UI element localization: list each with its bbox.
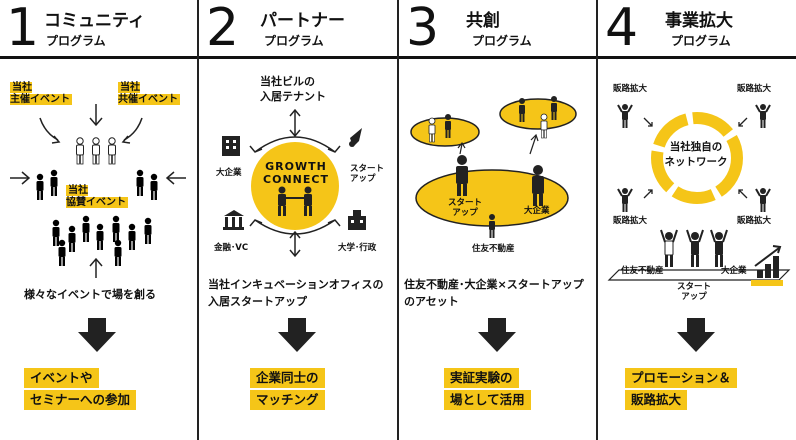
label-cohost-event: 当社 共催イベント [118, 82, 180, 105]
label-sumitomo: 住友不動産 [472, 244, 515, 254]
result-line: セミナーへの参加 [24, 390, 137, 410]
cocreation-illustration [410, 96, 577, 238]
column-number: 2 [206, 0, 240, 58]
label-corp: 大企業 [524, 206, 550, 216]
label-startup: スタート アップ [448, 198, 483, 218]
result-line: マッチング [250, 390, 325, 410]
column-subtitle: プログラム [46, 34, 106, 48]
column-number: 3 [406, 0, 440, 58]
column-divider [397, 0, 399, 440]
label-sales-expand: 販路拡大 [613, 216, 648, 226]
column-title: 共創 [466, 11, 500, 31]
label-startup: スタート アップ [350, 164, 385, 184]
label-sales-expand: 販路拡大 [737, 216, 772, 226]
column-divider [197, 0, 199, 440]
label-sales-expand: 販路拡大 [613, 84, 648, 94]
down-arrow-icon [78, 318, 116, 352]
column-description: 住友不動産･大企業×スタートアップ のアセット [404, 278, 584, 308]
down-arrow-icon [278, 318, 316, 352]
label-sumitomo: 住友不動産 [621, 266, 664, 276]
column-number: 1 [6, 0, 40, 58]
network-expansion-illustration [607, 103, 791, 286]
column-description: 様々なイベントで場を創る [24, 288, 156, 301]
column-community: 1 コミュニティ プログラム 当社 主催イベント 当社 共催イベント 当社 協賛… [0, 0, 198, 440]
column-subtitle: プログラム [264, 34, 324, 48]
down-arrow-icon [478, 318, 516, 352]
community-people-illustration [10, 104, 186, 278]
column-description: 当社インキュベーションオフィスの 入居スタートアップ [208, 278, 384, 308]
partner-network-illustration [222, 108, 366, 258]
label-corp: 大企業 [216, 168, 242, 178]
column-divider [596, 0, 598, 440]
down-arrow-icon [677, 318, 715, 352]
column-subtitle: プログラム [671, 34, 731, 48]
result-line: 企業同士の [250, 368, 325, 388]
column-number: 4 [605, 0, 639, 58]
result-line: 販路拡大 [625, 390, 688, 410]
label-network: 当社独自の ネットワーク [664, 141, 728, 168]
label-univ: 大学･行政 [338, 243, 377, 253]
column-subtitle: プログラム [472, 34, 532, 48]
label-tenant: 当社ビルの 入居テナント [260, 75, 326, 103]
result-line: 実証実験の [444, 368, 519, 388]
column-title: パートナー [260, 11, 345, 31]
label-sponsor-event: 当社 協賛イベント [66, 185, 128, 208]
label-startup: スタート アップ [677, 282, 712, 302]
label-host-event: 当社 主催イベント [10, 82, 72, 105]
column-cocreation: 3 共創 プログラム [400, 0, 598, 440]
column-expansion: 4 事業拡大 プログラム 販路拡大 販路拡大 販路拡大 販路拡大 [599, 0, 796, 440]
result-line: イベントや [24, 368, 99, 388]
label-corp: 大企業 [721, 266, 747, 276]
result-line: 場として活用 [444, 390, 531, 410]
label-finance: 金融･VC [214, 243, 249, 253]
label-sales-expand: 販路拡大 [737, 84, 772, 94]
result-line: プロモーション＆ [625, 368, 737, 388]
column-partner: 2 パートナー プログラム 当社ビルの 入居テナント [200, 0, 398, 440]
column-title: 事業拡大 [665, 11, 733, 31]
column-title: コミュニティ [44, 11, 145, 31]
growth-connect-logo: GROWTH CONNECT [263, 160, 329, 186]
